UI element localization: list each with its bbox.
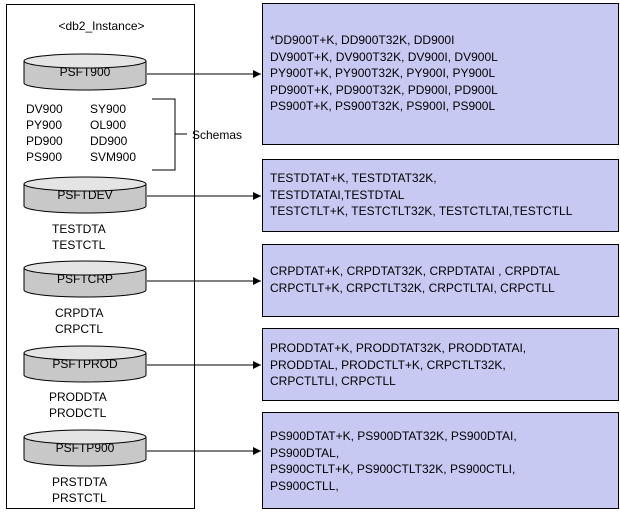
tablespace-line: CRPDTAT+K, CRPDTAT32K, CRPDTATAI , CRPDT… <box>270 264 560 278</box>
schema-name: CRPCTL <box>55 322 104 336</box>
tablespace-line: PRODDTAT+K, PRODDTAT32K, PRODDTATAI, <box>270 341 527 355</box>
tablespace-line: TESTDTAT+K, TESTDTAT32K, <box>270 171 437 185</box>
schema-name: PRODCTL <box>49 406 107 420</box>
database-name: PSFT900 <box>59 65 111 79</box>
tablespace-box-psftprod: PRODDTAT+K, PRODDTAT32K, PRODDTATAI, PRO… <box>262 328 619 401</box>
schema-list-left: DV900 PY900 PD900 PS900 <box>26 101 63 165</box>
database-cylinder-icon <box>23 345 147 383</box>
database-cylinder-icon <box>23 53 147 91</box>
schema-name: CRPDTA <box>55 306 104 320</box>
database-name: PSFTDEV <box>57 188 113 202</box>
database-psftprod: PSFTPROD <box>23 345 147 383</box>
schema-name: SY900 <box>90 102 127 116</box>
tablespace-line: PS900DTAL, <box>270 445 340 460</box>
schema-list: PRSTDTA PRSTCTL <box>52 474 107 506</box>
schema-name: DD900 <box>90 134 128 148</box>
database-psft900: PSFT900 <box>23 53 147 91</box>
instance-title: <db2_Instance> <box>58 19 145 33</box>
schema-name: OL900 <box>90 118 127 132</box>
tablespace-line: TESTCTLT+K, TESTCTLT32K, TESTCTLTAI,TEST… <box>270 204 573 218</box>
tablespace-line: PY900T+K, PY900T32K, PY900I, PY900L <box>270 66 496 80</box>
database-name: PSFTP900 <box>55 441 115 455</box>
schema-name: PRSTDTA <box>52 475 108 489</box>
schema-list-right: SY900 OL900 DD900 SVM900 <box>90 101 136 165</box>
database-name: PSFTPROD <box>52 357 118 371</box>
schema-name: TESTCTL <box>52 238 106 252</box>
database-psftp900: PSFTP900 <box>23 429 147 467</box>
database-cylinder-icon <box>23 429 147 467</box>
database-psftdev: PSFTDEV <box>23 176 147 214</box>
tablespace-line: PS900T+K, PS900T32K, PS900I, PS900L <box>270 99 496 113</box>
schema-list: CRPDTA CRPCTL <box>55 305 103 337</box>
tablespace-box-psftp900: PS900DTAT+K, PS900DTAT32K, PS900DTAI, PS… <box>262 412 619 509</box>
tablespace-line: DV900T+K, DV900T32K, DV900I, DV900L <box>270 49 498 64</box>
schema-name: PRODDTA <box>49 390 107 404</box>
tablespace-box-psftcrp: CRPDTAT+K, CRPDTAT32K, CRPDTATAI , CRPDT… <box>262 244 619 317</box>
database-name: PSFTCRP <box>56 272 113 286</box>
schema-name: PY900 <box>26 118 63 132</box>
tablespace-line: PS900CTLT+K, PS900CTLT32K, PS900CTLI, <box>270 462 516 476</box>
tablespace-line: PRODDTAL, PRODCTLT+K, CRPCTLT32K, <box>270 357 506 372</box>
schema-list: PRODDTA PRODCTL <box>49 389 107 421</box>
database-cylinder-icon <box>23 176 147 214</box>
database-cylinder-icon <box>23 260 147 298</box>
schema-name: SVM900 <box>90 150 137 164</box>
tablespace-line: CRPCTLT+K, CRPCTLT32K, CRPCTLTAI, CRPCTL… <box>270 280 555 295</box>
tablespace-box-psft900: *DD900T+K, DD900T32K, DD900I DV900T+K, D… <box>262 3 619 145</box>
schema-name: PD900 <box>26 134 63 148</box>
tablespace-line: *DD900T+K, DD900T32K, DD900I <box>270 33 455 47</box>
database-psftcrp: PSFTCRP <box>23 260 147 298</box>
schema-list: TESTDTA TESTCTL <box>52 221 106 253</box>
schema-name: PRSTCTL <box>52 491 107 505</box>
tablespace-box-psftdev: TESTDTAT+K, TESTDTAT32K, TESTDTATAI,TEST… <box>262 159 619 232</box>
tablespace-line: PD900T+K, PD900T32K, PD900I, PD900L <box>270 82 498 97</box>
schema-name: DV900 <box>26 102 63 116</box>
tablespace-line: CRPCTLTLI, CRPCTLL <box>270 374 396 388</box>
tablespace-line: PS900CTLL, <box>270 478 339 493</box>
tablespace-line: PS900DTAT+K, PS900DTAT32K, PS900DTAI, <box>270 429 517 443</box>
schemas-label: Schemas <box>192 128 243 142</box>
schema-name: TESTDTA <box>52 222 106 236</box>
schema-name: PS900 <box>26 150 63 164</box>
tablespace-line: TESTDTATAI,TESTDTAL <box>270 187 405 202</box>
